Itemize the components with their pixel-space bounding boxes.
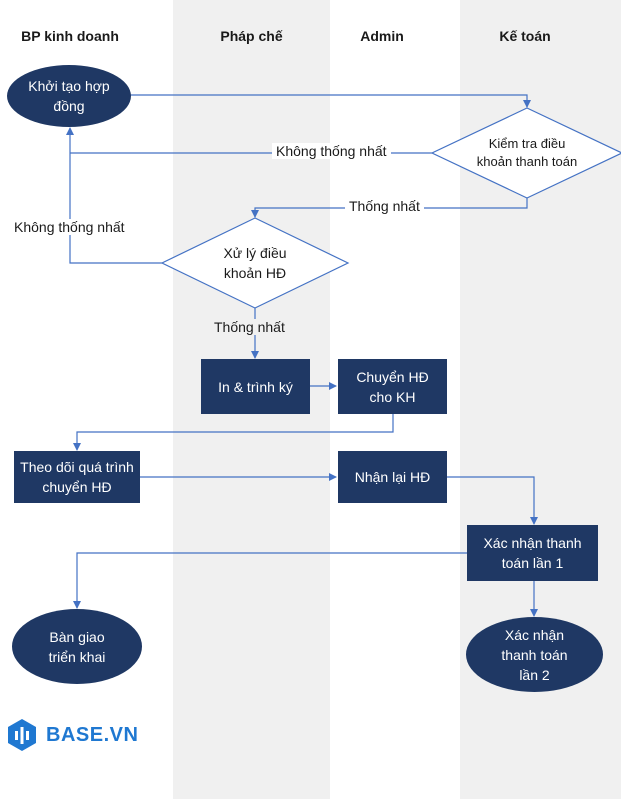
lane-title-sales: BP kinh doanh [21, 28, 119, 44]
node-confirm-payment-2: Xác nhận thanh toán lần 2 [466, 617, 603, 692]
edge-confirm1-to-handover [73, 552, 467, 609]
lane-title-legal: Pháp chế [220, 28, 283, 44]
decision-process-terms-label: Xử lý điều khoản HĐ [223, 245, 287, 281]
logo-text: BASE.VN [46, 723, 139, 746]
edge-create-to-check [130, 94, 531, 108]
edge-process-disagree [66, 127, 162, 264]
edge-label-disagree-1: Không thống nhất [272, 143, 391, 159]
lane-title-admin: Admin [360, 28, 404, 44]
node-handover: Bàn giao triển khai [12, 609, 142, 684]
edge-label-disagree-2: Không thống nhất [10, 219, 129, 235]
edge-label-agree-2: Thống nhất [210, 319, 289, 335]
node-track-transfer: Theo dõi quá trình chuyển HĐ [14, 451, 140, 503]
edge-receive-to-confirm1 [447, 476, 538, 525]
decision-check-payment-terms-label: Kiểm tra điều khoản thanh toán [476, 136, 578, 169]
base-logo-icon [8, 719, 36, 751]
node-confirm-payment-1: Xác nhận thanh toán lần 1 [467, 525, 598, 581]
node-send-to-customer: Chuyển HĐ cho KH [338, 359, 447, 414]
node-print-sign: In & trình ký [201, 359, 310, 414]
edge-label-agree-1: Thống nhất [345, 198, 424, 214]
base-logo: BASE.VN [6, 718, 138, 752]
lane-title-accounting: Kế toán [499, 28, 551, 44]
edge-send-to-track [73, 414, 394, 451]
node-receive-back: Nhận lại HĐ [338, 451, 447, 503]
node-create-contract: Khởi tạo hợp đồng [7, 65, 131, 127]
